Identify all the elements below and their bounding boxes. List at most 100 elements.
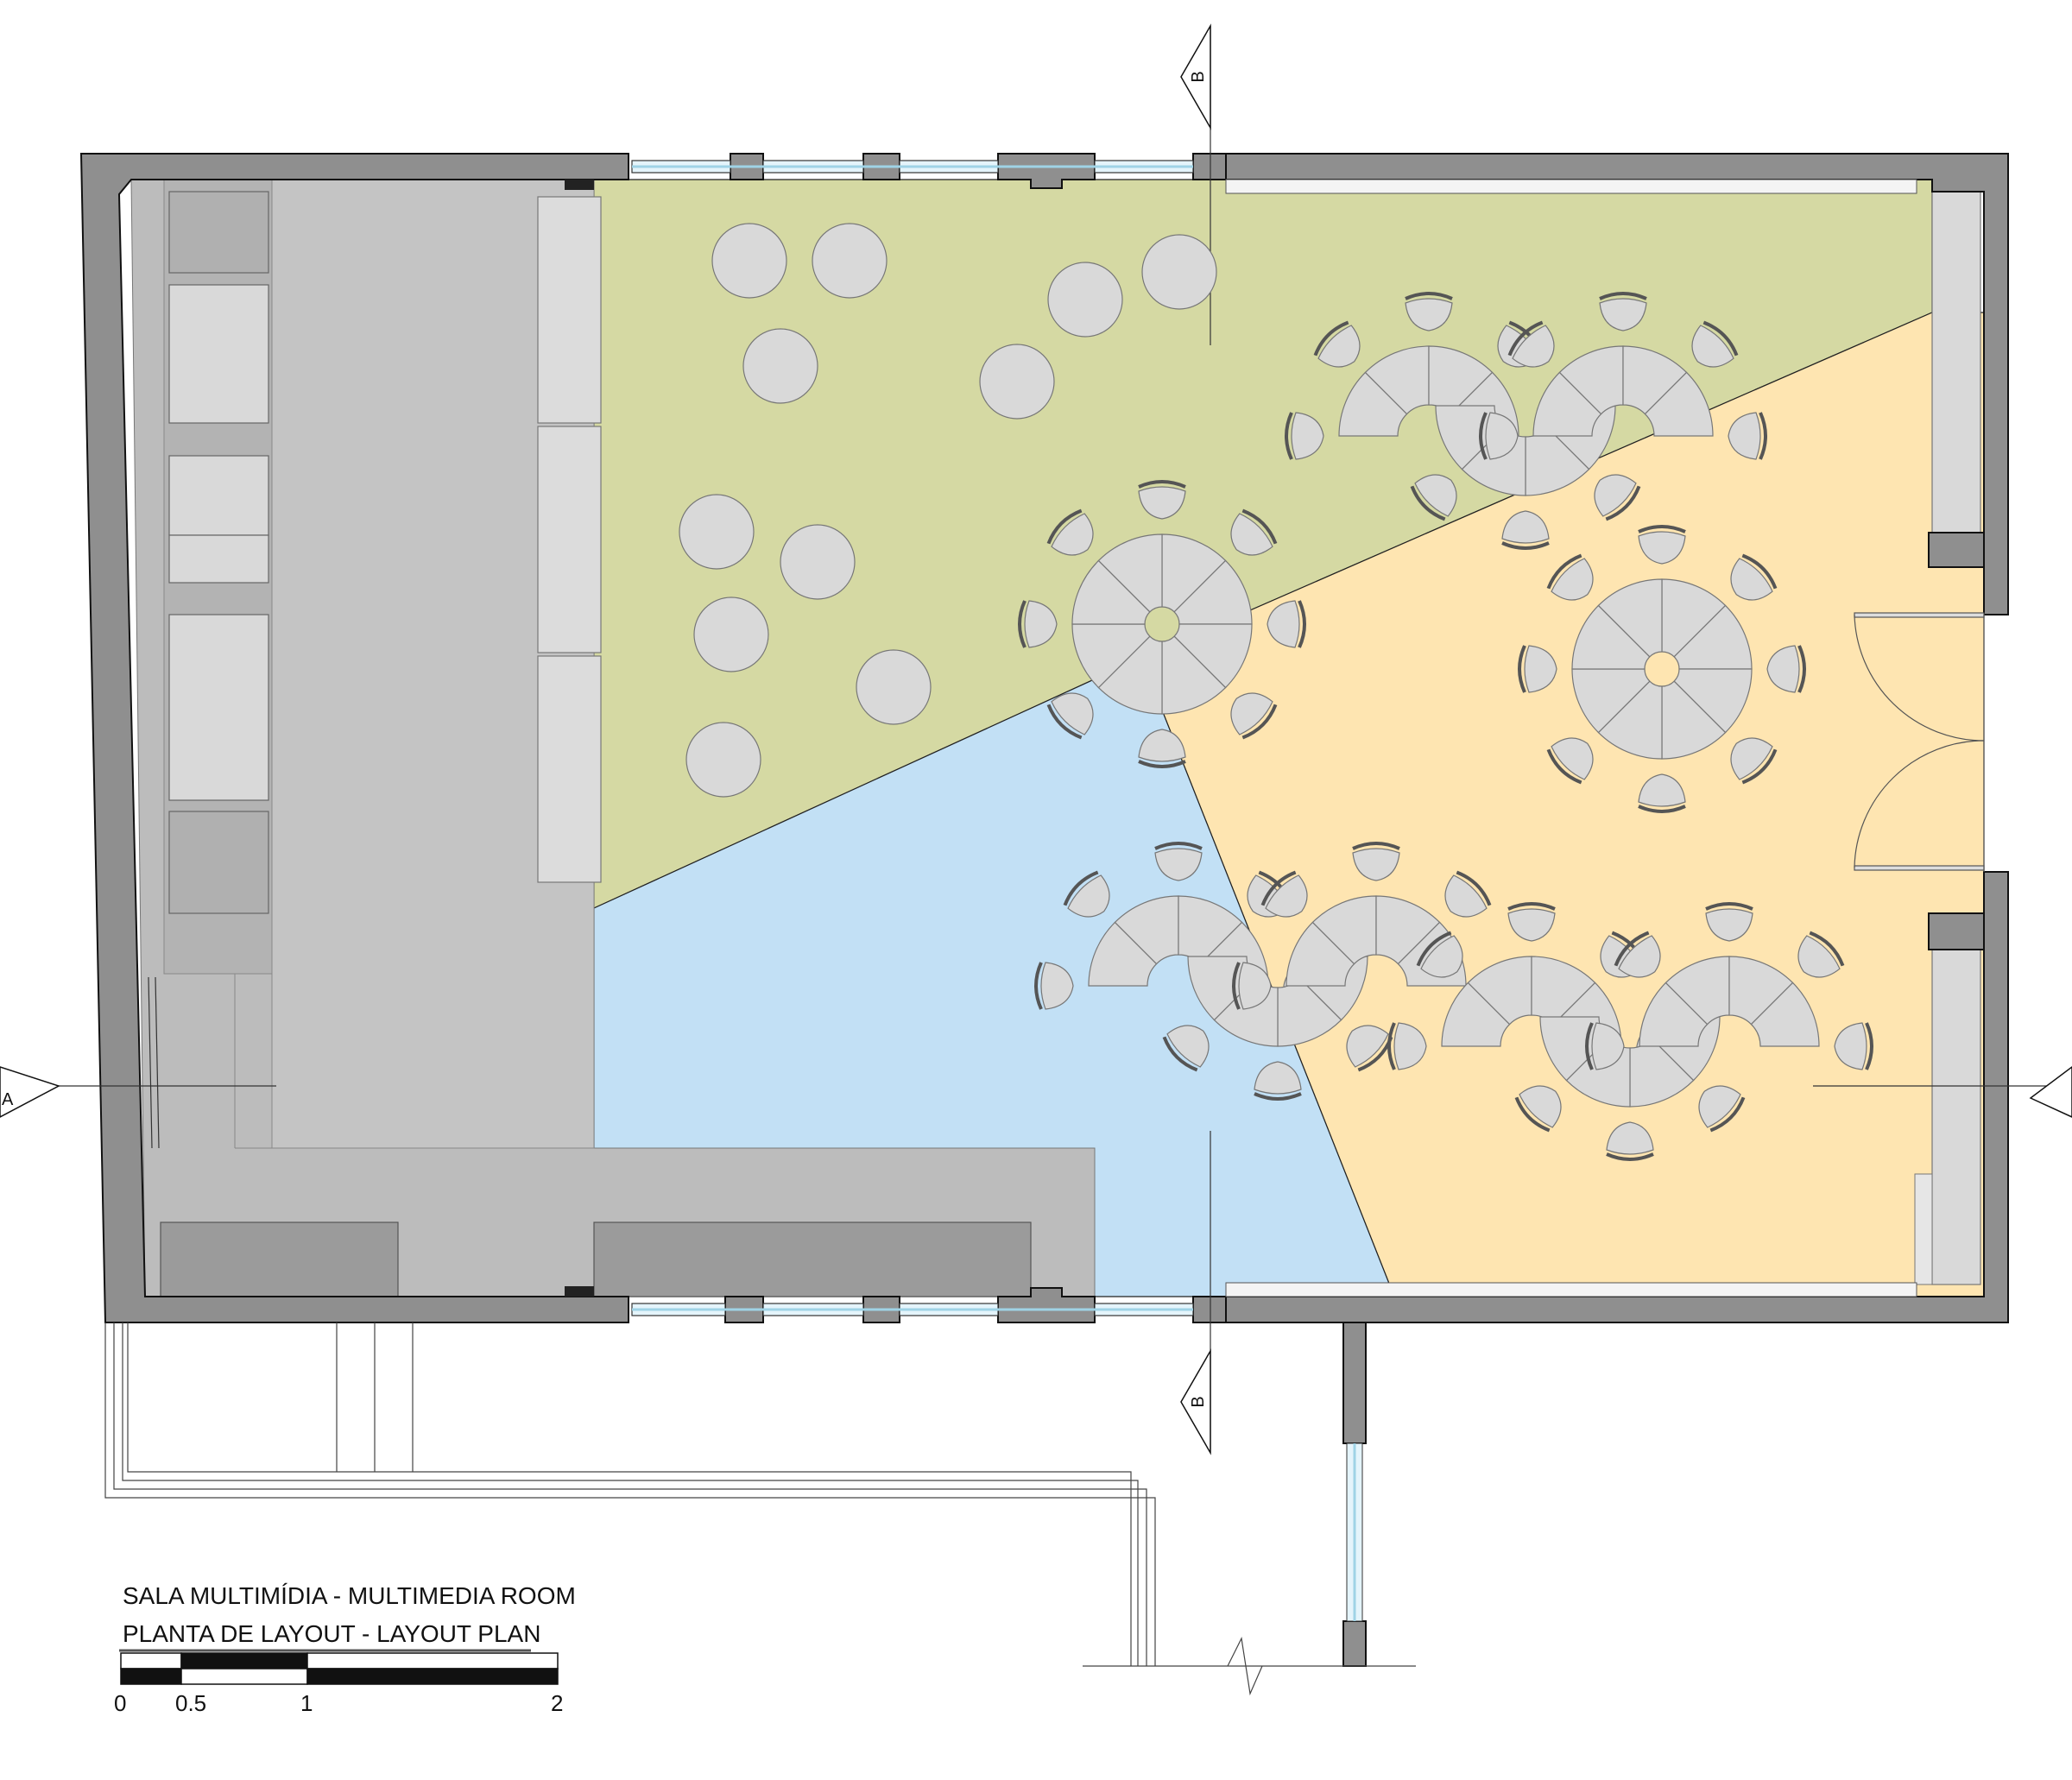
round-tables <box>679 223 1217 798</box>
curved-chair-icon <box>1162 1025 1210 1072</box>
segmented-table <box>1071 533 1253 715</box>
curved-chair-icon <box>1730 553 1778 601</box>
serpentine-table-cluster <box>1285 292 1767 550</box>
curved-chair-icon <box>1594 474 1641 521</box>
curved-chair-icon <box>1138 480 1186 520</box>
segmented-table <box>1088 895 1269 987</box>
curved-chair-icon <box>1046 508 1094 556</box>
round-table-icon <box>679 494 755 570</box>
serpentine-table-cluster <box>1387 902 1873 1161</box>
table-segment <box>1161 533 1227 613</box>
jamb-right-top <box>1928 532 1985 568</box>
cabinet-1 <box>168 191 269 274</box>
entrance-doors <box>1854 612 1985 872</box>
round-table-icon <box>1047 262 1123 338</box>
table-segment <box>1597 578 1663 658</box>
curved-chair-icon <box>1405 292 1453 331</box>
cabinet-3 <box>168 455 269 536</box>
curved-chair-icon <box>1585 1022 1625 1070</box>
curved-chair-icon <box>1260 870 1308 918</box>
curved-chair-icon <box>1154 842 1203 881</box>
round-table-icon <box>812 223 888 299</box>
table-segment <box>1661 578 1727 658</box>
cabinet-5 <box>168 614 269 801</box>
table-segment <box>1661 680 1727 760</box>
window-top-long <box>1225 179 1917 194</box>
curved-chair-icon <box>1230 692 1278 740</box>
cabinet-2 <box>168 284 269 424</box>
jamb-right-bottom <box>1928 912 1985 950</box>
table-segment <box>1571 668 1651 734</box>
marker-b-top-shape <box>1180 23 1211 130</box>
scale-seg-top-1 <box>120 1652 182 1670</box>
panel-right-small <box>1914 1173 1933 1285</box>
wall-top-left <box>79 153 629 1323</box>
table-segment <box>1750 982 1820 1047</box>
panel-right-top <box>1931 191 1981 533</box>
round-table-icon <box>1141 234 1217 310</box>
marker-b-bottom-shape <box>1180 1348 1211 1455</box>
curved-chair-icon <box>1479 412 1519 460</box>
curved-chair-icon <box>1638 525 1686 565</box>
table-segment <box>1097 635 1163 715</box>
curved-chair-icon <box>1518 645 1557 693</box>
scale-label-0: 0 <box>114 1690 126 1716</box>
stub-wall <box>1342 1322 1367 1444</box>
walls <box>79 153 2009 1667</box>
curved-chair-icon <box>1507 320 1555 368</box>
table-segment <box>1673 668 1753 734</box>
curved-chair-icon <box>1267 600 1306 648</box>
curved-chair-icon <box>1698 1085 1746 1133</box>
scale-bar: 0 0.5 1 2 <box>114 1652 563 1716</box>
title-line-2: PLANTA DE LAYOUT - LAYOUT PLAN <box>123 1620 540 1647</box>
left-window-line <box>148 976 153 1149</box>
table-segment <box>1173 623 1253 689</box>
table-segment <box>1673 604 1753 670</box>
round-table-icon <box>780 524 856 600</box>
curved-chair-icon <box>1501 510 1550 550</box>
title-line-1: SALA MULTIMÍDIA - MULTIMEDIA ROOM <box>123 1582 576 1609</box>
round-table-icon <box>711 223 787 299</box>
curved-chair-icon <box>1728 412 1767 460</box>
table-segment <box>1071 623 1151 689</box>
curved-chair-icon <box>1254 1061 1302 1101</box>
pier-top-4 <box>1192 153 1227 180</box>
door-swing-bottom <box>1854 740 1985 868</box>
curved-chair-icon <box>1638 773 1686 813</box>
break-line <box>1227 1637 1263 1696</box>
cap-bl <box>565 1286 594 1297</box>
round-table-icon <box>742 328 818 404</box>
round-table-icon <box>693 596 769 672</box>
cap-tl <box>565 180 594 190</box>
ext-line-2 <box>113 1322 1147 1666</box>
table-segment <box>1173 559 1253 625</box>
bench-low-right <box>593 1221 1032 1297</box>
stub-wall-end <box>1342 1620 1367 1667</box>
segmented-table <box>1571 578 1753 760</box>
table-segment <box>1161 635 1227 715</box>
curved-chair-icon <box>1138 729 1186 768</box>
marker-b-top: B <box>1189 71 1208 82</box>
pier-bot-4 <box>1192 1296 1227 1323</box>
segmented-table <box>1532 345 1714 437</box>
scale-seg-bot-1 <box>120 1668 182 1685</box>
door-leaf-top <box>1854 612 1985 618</box>
marker-a-left-shape <box>0 1066 60 1118</box>
table-segment <box>1597 680 1663 760</box>
marker-a-left: A <box>2 1090 14 1109</box>
wall-panels <box>537 191 1981 1285</box>
curved-chair-icon <box>1034 962 1074 1010</box>
round-table-icon <box>979 344 1055 420</box>
curved-chair-icon <box>1797 931 1845 978</box>
cabinet-4 <box>168 534 269 584</box>
curved-chair-icon <box>1691 320 1739 368</box>
ext-line-3 <box>122 1322 1139 1666</box>
curved-chair-icon <box>1766 645 1806 693</box>
curved-chair-icon <box>1705 902 1753 942</box>
curved-chair-icon <box>1018 600 1058 648</box>
cabinet-6 <box>168 811 269 914</box>
curved-chair-icon <box>1352 842 1400 881</box>
curved-chair-icon <box>1546 553 1594 601</box>
segmented-table <box>1639 956 1820 1047</box>
table-segment <box>1097 533 1163 613</box>
